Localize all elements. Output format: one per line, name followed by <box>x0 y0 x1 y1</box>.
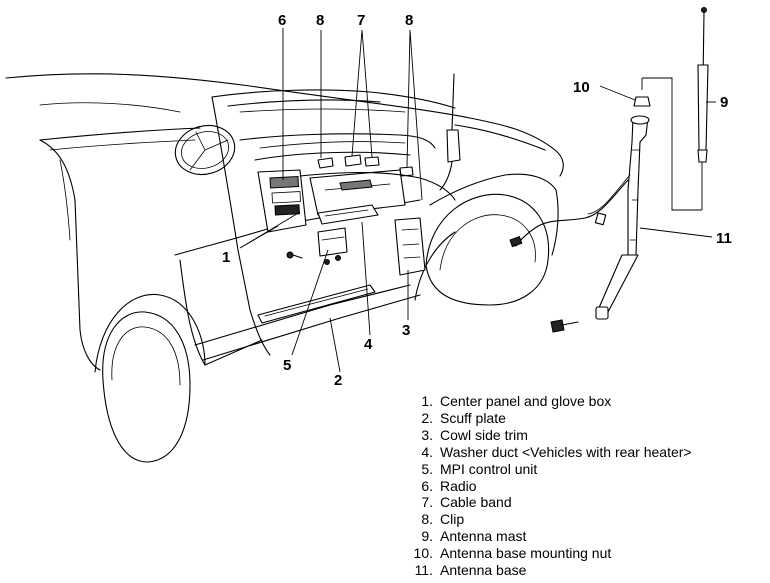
callout-3: 3 <box>402 322 410 339</box>
leader-lines <box>239 28 716 373</box>
callout-7: 7 <box>357 12 365 29</box>
callout-8-left: 8 <box>316 12 324 29</box>
callout-numbers: 6 8 7 8 10 9 11 1 3 4 5 2 <box>222 12 732 389</box>
callout-11: 11 <box>716 230 732 247</box>
callout-10: 10 <box>573 79 590 96</box>
callout-4: 4 <box>364 336 373 353</box>
legend-item: 8.Clip <box>421 511 465 528</box>
legend-item: 4.Washer duct <Vehicles with rear heater… <box>421 443 692 460</box>
callout-1: 1 <box>222 249 230 266</box>
callout-2: 2 <box>334 372 342 389</box>
legend-item: 6.Radio <box>421 477 477 494</box>
legend-item: 3.Cowl side trim <box>421 426 528 443</box>
legend-item: 10.Antenna base mounting nut <box>413 545 612 562</box>
callout-9: 9 <box>720 94 728 111</box>
parts-legend: 1.Center panel and glove box 2.Scuff pla… <box>403 393 692 579</box>
legend-item: 1.Center panel and glove box <box>421 393 612 409</box>
legend-item: 5.MPI control unit <box>421 460 538 477</box>
legend-item: 7.Cable band <box>421 494 512 511</box>
legend-item: 11.Antenna base <box>414 562 527 579</box>
legend-item: 9.Antenna mast <box>421 528 527 545</box>
antenna-assembly <box>509 7 709 333</box>
car-body <box>5 73 564 463</box>
dashboard <box>174 73 461 324</box>
callout-8-right: 8 <box>405 12 413 29</box>
legend-item: 2.Scuff plate <box>421 409 506 426</box>
callout-5: 5 <box>283 357 291 374</box>
callout-6: 6 <box>278 12 286 29</box>
